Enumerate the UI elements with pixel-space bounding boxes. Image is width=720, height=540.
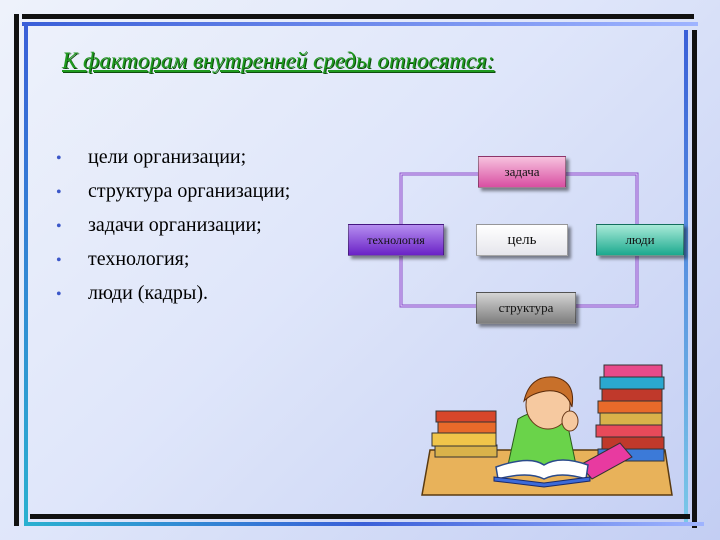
list-item: • структура организации; <box>56 174 290 208</box>
node-label: люди <box>625 232 655 247</box>
book-shape <box>595 424 663 438</box>
frame-top-accent <box>22 22 698 26</box>
frame-bottom-line <box>30 514 690 519</box>
node-label: цель <box>507 231 537 248</box>
book-shape <box>437 420 497 434</box>
frame-right-accent <box>684 30 688 524</box>
diagram-node-technology: технология <box>348 224 444 256</box>
student-reading-illustration <box>421 364 673 496</box>
node-label: структура <box>498 300 554 315</box>
student-hair-shape <box>523 376 574 408</box>
diagram-node-people: люди <box>596 224 684 256</box>
list-item: • люди (кадры). <box>56 276 290 310</box>
frame-top-line <box>22 14 694 19</box>
list-item-text: цели организации; <box>88 146 247 168</box>
list-item-text: структура организации; <box>88 180 291 202</box>
diagram-node-goal: цель <box>476 224 568 256</box>
book-shape <box>599 412 663 426</box>
student-hand-shape <box>561 410 579 432</box>
book-shape <box>431 432 497 447</box>
node-label: технология <box>367 232 425 247</box>
bullet: • <box>56 286 62 303</box>
book-shape <box>603 364 663 378</box>
diagram-node-task: задача <box>478 156 566 188</box>
list-item: • технология; <box>56 242 290 276</box>
bullet: • <box>56 252 62 269</box>
book-shape <box>599 376 665 390</box>
bullet: • <box>56 184 62 201</box>
frame-left-accent <box>24 22 28 522</box>
bullet: • <box>56 150 62 167</box>
factor-list: • цели организации; • структура организаци… <box>56 140 290 310</box>
book-shape <box>597 400 663 414</box>
frame-right-line <box>692 30 697 528</box>
open-book-cover-shape <box>493 476 591 488</box>
node-label: задача <box>504 164 540 179</box>
book-shape <box>579 442 633 480</box>
book-shape <box>601 388 663 402</box>
list-item-text: технология; <box>88 248 190 270</box>
book-shape <box>434 444 498 458</box>
list-item-text: люди (кадры). <box>88 282 209 304</box>
slide-title: К факторам внутренней среды относятся: <box>62 48 495 73</box>
list-item: • задачи организации; <box>56 208 290 242</box>
book-shape <box>601 436 665 450</box>
list-item-text: задачи организации; <box>88 214 262 236</box>
frame-bottom-accent <box>24 522 704 526</box>
book-shape <box>435 410 497 423</box>
list-item: • цели организации; <box>56 140 290 174</box>
bullet: • <box>56 218 62 235</box>
frame-left-line <box>14 14 19 526</box>
diagram-node-structure: структура <box>476 292 576 324</box>
